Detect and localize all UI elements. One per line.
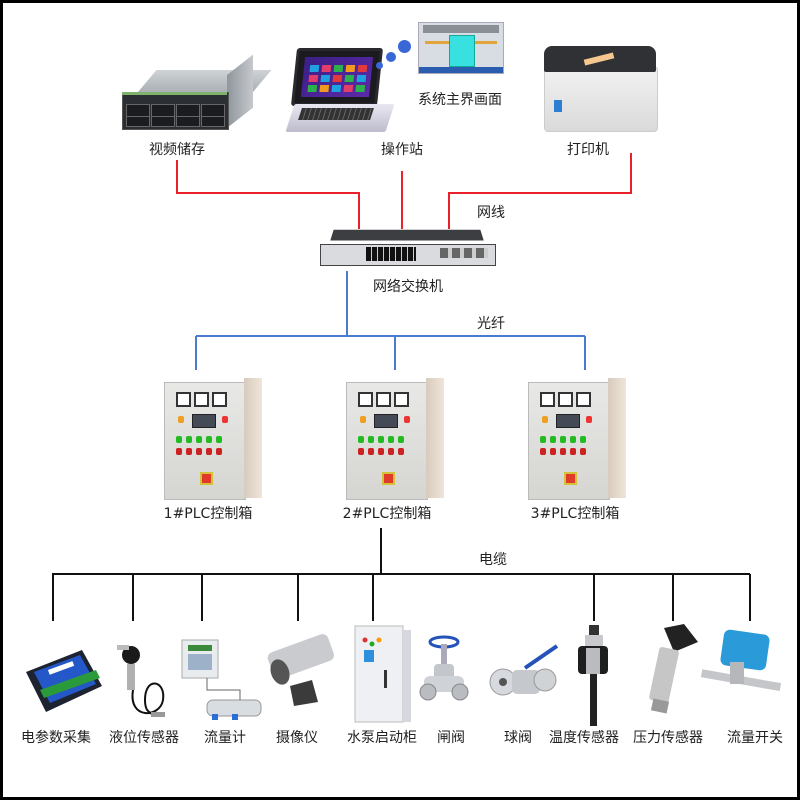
gate-valve-icon[interactable] <box>419 635 469 701</box>
label-field-device-10: 流量开关 <box>727 730 783 746</box>
ethernet-links <box>176 153 632 229</box>
network-switch-icon[interactable] <box>318 228 496 268</box>
label-field-device-1: 电参数采集 <box>21 730 91 746</box>
ethernet-link-video-storage <box>176 160 360 229</box>
cable-links <box>52 528 751 621</box>
label-network-switch: 网络交换机 <box>373 279 443 295</box>
label-operator-station: 操作站 <box>381 142 423 158</box>
label-plc-cabinet-1: 1#PLC控制箱 <box>163 506 253 522</box>
label-field-device-6: 闸阀 <box>437 730 465 746</box>
printer-icon[interactable] <box>540 40 664 132</box>
rack-server-icon[interactable] <box>120 54 272 132</box>
label-plc-cabinet-3: 3#PLC控制箱 <box>530 506 620 522</box>
ball-valve-icon[interactable] <box>489 644 559 696</box>
ethernet-link-printer <box>448 153 632 229</box>
camera-icon[interactable] <box>266 632 336 706</box>
hmi-screen-icon[interactable] <box>418 22 504 74</box>
plc-cabinet-3-icon[interactable] <box>528 378 626 500</box>
pressure-sensor-icon[interactable] <box>649 624 698 714</box>
plc-cabinet-2-icon[interactable] <box>346 378 444 500</box>
temperature-sensor-icon[interactable] <box>578 625 608 726</box>
fiber-links <box>195 271 586 370</box>
label-field-device-2: 液位传感器 <box>109 730 179 746</box>
level-sensor-icon[interactable] <box>117 645 165 717</box>
label-ethernet: 网线 <box>477 205 505 221</box>
pump-cabinet-icon[interactable] <box>354 625 411 723</box>
label-field-device-5: 水泵启动柜 <box>347 730 417 746</box>
label-field-device-9: 压力传感器 <box>633 730 703 746</box>
label-video-storage: 视频储存 <box>149 142 205 158</box>
label-cable: 电缆 <box>479 552 507 568</box>
label-field-device-4: 摄像仪 <box>276 730 318 746</box>
label-hmi-screen: 系统主界画面 <box>418 92 502 108</box>
label-fiber: 光纤 <box>477 316 505 332</box>
flow-switch-icon[interactable] <box>700 629 782 692</box>
label-field-device-8: 温度传感器 <box>549 730 619 746</box>
label-field-device-3: 流量计 <box>204 730 246 746</box>
label-field-device-7: 球阀 <box>504 730 532 746</box>
flow-meter-icon[interactable] <box>181 639 262 720</box>
plc-cabinet-1-icon[interactable] <box>164 378 262 500</box>
label-plc-cabinet-2: 2#PLC控制箱 <box>342 506 432 522</box>
label-printer: 打印机 <box>567 142 609 158</box>
power-meter-module-icon[interactable] <box>26 650 102 712</box>
